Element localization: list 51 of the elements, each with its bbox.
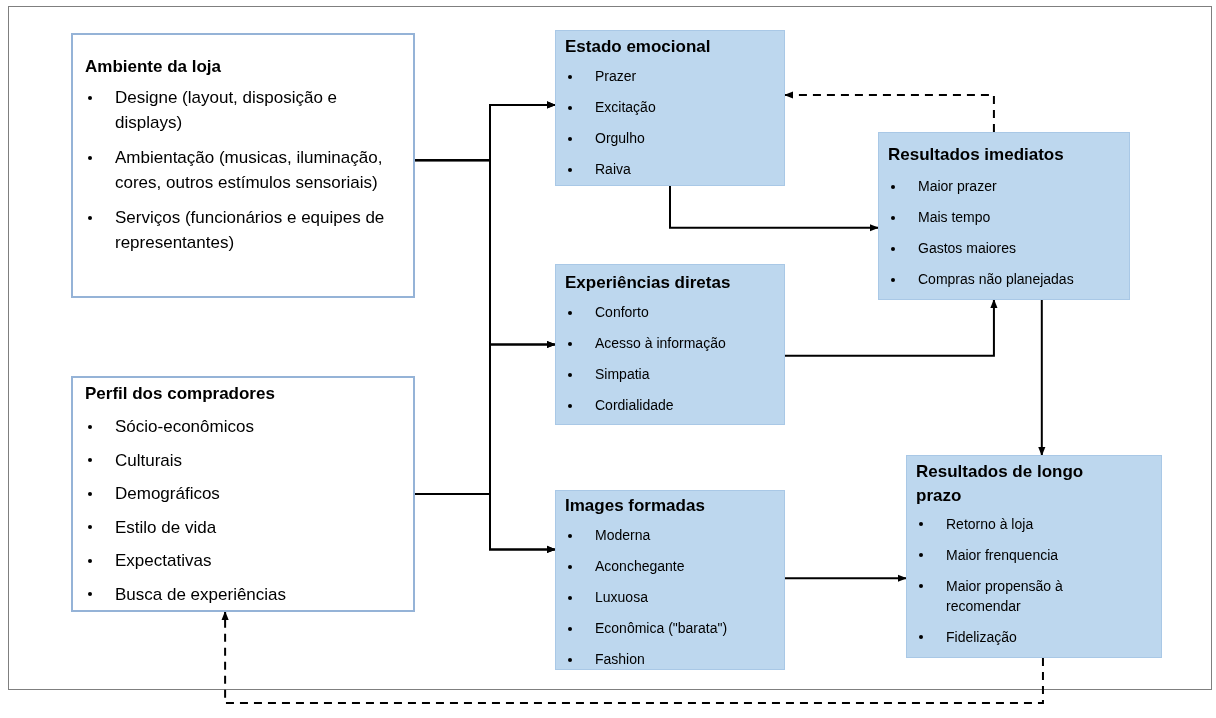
box-heading: Perfil dos compradores (85, 383, 276, 405)
bullet-text: Conforto (595, 303, 649, 322)
bullet-text: Cordialidade (595, 396, 674, 415)
process-box (71, 376, 415, 612)
bullet-text: Retorno à loja (946, 515, 1034, 534)
bullet-text: Serviços (funcionários e equipes de representantes) (115, 207, 386, 254)
bullet-text: Sócio-econômicos (115, 416, 254, 438)
bullet-text: Mais tempo (918, 208, 991, 227)
box-heading: Resultados de longo prazo (916, 461, 1085, 507)
bullet-text: Acesso à informação (595, 334, 726, 353)
bullet-text: Fidelização (946, 628, 1017, 647)
bullet-text: Raiva (595, 160, 631, 179)
dashed-arrow (784, 91, 995, 133)
box-heading: Images formadas (565, 495, 706, 517)
bullet-text: Prazer (595, 67, 637, 86)
bullet-text: Moderna (595, 526, 651, 545)
bullet-text: Maior prazer (918, 177, 997, 196)
dashed-arrow (221, 611, 1044, 704)
bullet-text: Designe (layout, disposição e displays) (115, 87, 339, 134)
process-box (906, 455, 1162, 658)
bullet-text: Estilo de vida (115, 516, 217, 539)
arrow (784, 299, 998, 357)
bullet-text: Ambientação (musicas, iluminação, cores, outros estímulos sensoriais) (115, 147, 384, 194)
bullet-text: Luxuosa (595, 588, 648, 607)
box-heading: Experiências diretas (565, 272, 732, 294)
bullet-text: Busca de experiências (115, 583, 287, 606)
box-heading: Estado emocional (565, 36, 712, 58)
bullet-text: Econômica ("barata") (595, 619, 728, 638)
arrow (669, 185, 879, 232)
bullet-text: Aconchegante (595, 557, 685, 576)
bullet-text: Orgulho (595, 129, 645, 148)
arrow (414, 493, 556, 553)
bullet-text: Gastos maiores (918, 239, 1017, 258)
bullet-text: Expectativas (115, 550, 212, 572)
bullet-text: Maior propensão à recomendar (946, 577, 1064, 616)
bullet-text: Demográficos (115, 483, 220, 505)
bullet-text: Compras não planejadas (918, 270, 1074, 289)
process-box (878, 132, 1130, 300)
bullet-text: Excitação (595, 98, 656, 117)
box-heading: Resultados imediatos (888, 144, 1065, 166)
arrow (1038, 299, 1046, 456)
process-box (555, 264, 785, 425)
bullet-text: Simpatia (595, 365, 650, 384)
bullet-text: Maior frenquencia (946, 546, 1059, 565)
process-box (71, 33, 415, 298)
box-heading: Ambiente da loja (85, 56, 223, 78)
bullet-text: Culturais (115, 449, 183, 472)
process-box (555, 30, 785, 186)
arrow (784, 574, 907, 582)
process-box (555, 490, 785, 670)
bullet-text: Fashion (595, 650, 645, 669)
